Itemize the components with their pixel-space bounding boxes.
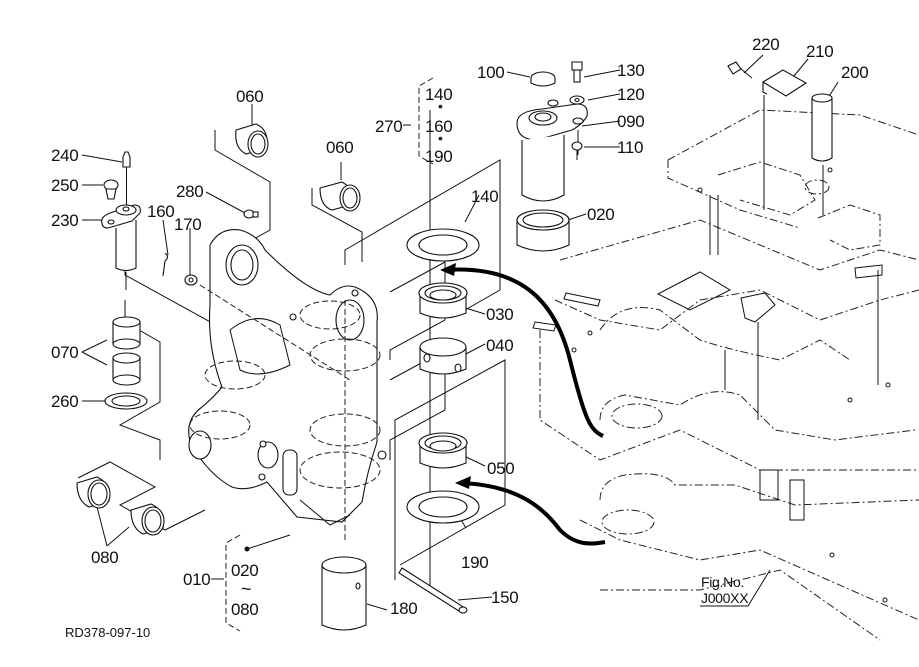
washer-120 [569, 95, 585, 105]
callout-030: 030 [486, 305, 514, 324]
callout-160: 160 [147, 202, 175, 221]
pin-230 [101, 204, 141, 290]
callout-060-top: 060 [236, 87, 264, 106]
callout-200: 200 [841, 63, 869, 82]
grease-nipple-240 [122, 151, 131, 205]
assembly-arrows [440, 263, 606, 546]
kit-member-190: 190 [425, 147, 453, 166]
drawing-code: RD378-097-10 [65, 625, 151, 640]
callout-110: 110 [617, 138, 644, 157]
plug-250 [103, 179, 119, 200]
pin-200 [811, 93, 833, 162]
plate-210 [761, 69, 808, 97]
cotter-pin-160 [162, 252, 169, 277]
callout-280: 280 [176, 182, 204, 201]
bushing-020 [516, 209, 570, 252]
callout-080: 080 [91, 548, 119, 567]
kit-number-270: 270 [375, 117, 403, 136]
callout-130: 130 [617, 61, 645, 80]
shim-260 [104, 392, 148, 410]
bushings-080 [76, 476, 165, 536]
pin-180 [321, 556, 367, 631]
kit-member-020: 020 [231, 561, 259, 580]
kit-separator: • [438, 98, 443, 114]
kit-range-separator: ~ [241, 579, 252, 599]
callout-020: 020 [587, 205, 615, 224]
callout-210: 210 [806, 42, 834, 61]
leader-lines [81, 54, 839, 611]
callout-220: 220 [752, 35, 780, 54]
bushing-060-right [319, 181, 361, 212]
callout-070: 070 [51, 343, 79, 362]
figure-ref-label: Fig.No. [701, 574, 745, 590]
callout-260: 260 [51, 392, 79, 411]
figure-ref-number: J000XX [701, 590, 749, 606]
bushings-070 [112, 316, 141, 386]
bolt-220 [727, 61, 753, 79]
nut-110 [571, 141, 583, 160]
kit-member-080: 080 [231, 600, 259, 619]
swing-bracket-010 [188, 229, 387, 540]
kit-brackets [225, 77, 434, 632]
callout-150: 150 [491, 588, 519, 607]
kit-member-160: 160 [425, 117, 453, 136]
bushing-040 [419, 337, 467, 375]
callout-140: 140 [471, 187, 499, 206]
callout-190: 190 [461, 553, 489, 572]
rod-150 [398, 567, 468, 614]
callout-230: 230 [51, 211, 79, 230]
callout-170: 170 [174, 215, 202, 234]
cap-100 [530, 71, 556, 87]
callout-100: 100 [477, 63, 505, 82]
grease-fitting-280 [243, 209, 259, 219]
callout-040: 040 [486, 336, 514, 355]
turntable-frame [532, 109, 919, 641]
bracket-090 [516, 99, 588, 141]
bushing-060-top [235, 123, 269, 158]
pin-housing [521, 135, 565, 202]
bolt-130 [571, 61, 583, 83]
washer-140 [406, 228, 480, 262]
callout-060-right: 060 [326, 138, 354, 157]
callout-120: 120 [617, 85, 645, 104]
kit-member-140: 140 [425, 85, 453, 104]
bushing-030 [418, 282, 468, 319]
callout-250: 250 [51, 176, 79, 195]
washer-170 [184, 274, 198, 286]
callout-090: 090 [617, 112, 645, 131]
kit-number-010: 010 [183, 570, 211, 589]
kit-separator: • [438, 130, 443, 146]
bushing-050 [418, 432, 468, 469]
callout-050: 050 [487, 459, 515, 478]
callout-180: 180 [390, 599, 418, 618]
callout-240: 240 [51, 146, 79, 165]
washer-190 [406, 490, 480, 524]
